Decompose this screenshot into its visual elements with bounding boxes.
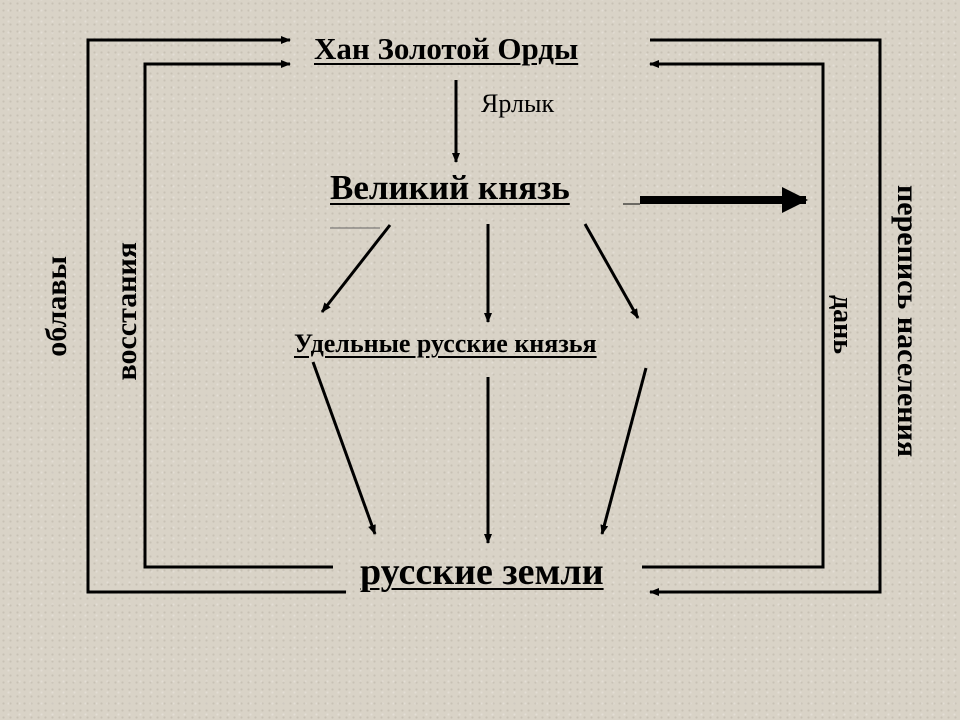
census-label: перепись населения	[891, 185, 924, 458]
russian-lands-label: русские земли	[360, 551, 604, 593]
raids-label: облавы	[40, 256, 73, 357]
arrow-ap-left	[311, 361, 377, 535]
tribute-label: дань	[827, 295, 858, 355]
grand-prince-label: Великий князь	[330, 168, 570, 207]
arrow-gp-right	[583, 223, 640, 319]
yarlyk-label: Ярлык	[481, 89, 555, 118]
uprisings-label: восстания	[110, 242, 143, 381]
raids-loop-arrow	[86, 36, 346, 594]
uprisings-loop-arrow	[143, 60, 333, 569]
appanage-princes-label: Удельные русские князья	[294, 329, 597, 358]
arrow-gp-left	[320, 224, 392, 313]
arrow-ap-right	[600, 367, 648, 535]
tribute-loop-arrow	[642, 60, 825, 569]
census-loop-arrow	[649, 38, 882, 596]
khan-label: Хан Золотой Орды	[314, 31, 579, 66]
